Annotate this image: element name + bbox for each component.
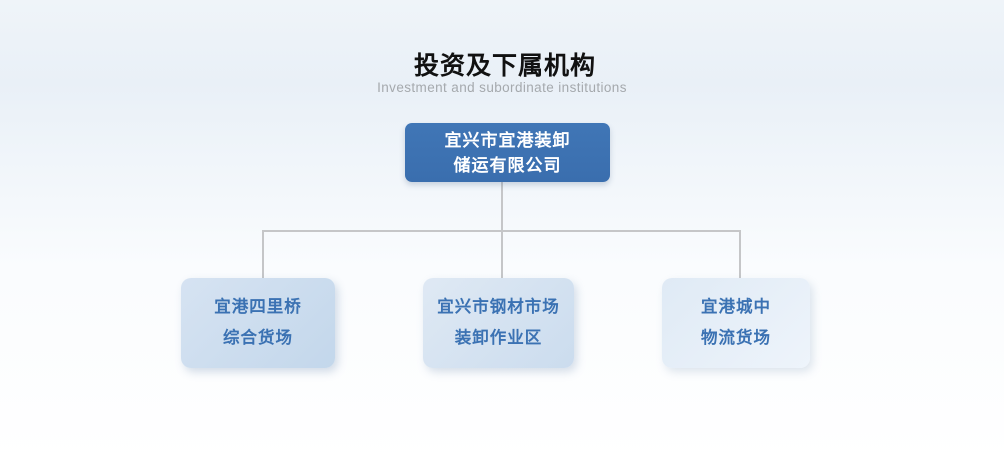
- connector-root-stub: [501, 182, 503, 231]
- connector-drop-middle: [501, 230, 503, 278]
- org-node-child-3-label-line2: 物流货场: [701, 329, 771, 347]
- org-node-root: 宜兴市宜港装卸 储运有限公司: [405, 123, 610, 182]
- org-node-child-2-label-line2: 装卸作业区: [454, 329, 543, 347]
- connector-drop-right: [739, 230, 741, 278]
- org-node-child-3: 宜港城中 物流货场: [662, 278, 810, 368]
- org-node-child-1-label-line2: 综合货场: [223, 329, 293, 347]
- org-node-root-label-line2: 储运有限公司: [453, 155, 562, 175]
- page-subtitle: Investment and subordinate institutions: [377, 80, 627, 95]
- org-node-root-label-line1: 宜兴市宜港装卸: [444, 130, 571, 150]
- org-node-child-1: 宜港四里桥 综合货场: [181, 278, 335, 368]
- org-node-child-3-label-line1: 宜港城中: [701, 298, 771, 316]
- org-node-child-2: 宜兴市钢材市场 装卸作业区: [423, 278, 574, 368]
- org-node-child-2-label-line1: 宜兴市钢材市场: [437, 298, 560, 316]
- org-node-child-1-label-line1: 宜港四里桥: [214, 298, 302, 316]
- page-title: 投资及下属机构: [413, 52, 596, 80]
- connector-drop-left: [262, 230, 264, 278]
